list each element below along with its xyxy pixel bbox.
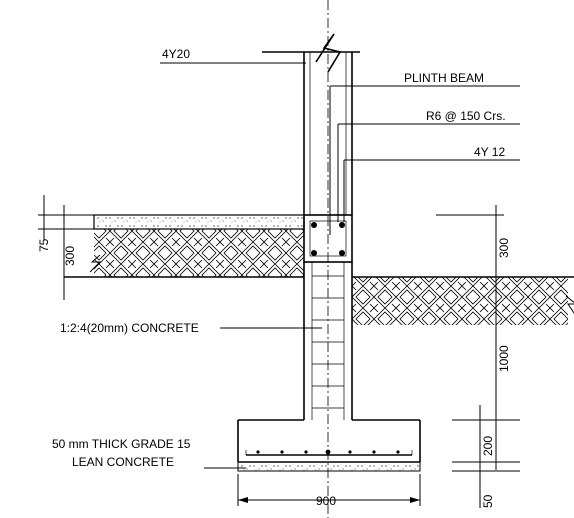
dimension-lines <box>38 195 520 508</box>
label-main-bars: 4Y20 <box>162 47 190 61</box>
dim-bottom-900: 900 <box>316 494 336 508</box>
footing <box>237 419 421 472</box>
left-floor-slab <box>93 214 305 230</box>
label-concrete-mix: 1:2:4(20mm) CONCRETE <box>60 321 199 335</box>
dim-left-75: 75 <box>37 238 51 252</box>
dim-right-300: 300 <box>497 238 511 258</box>
label-lean-line2: LEAN CONCRETE <box>72 455 174 469</box>
left-hardcore-fill <box>64 229 304 278</box>
right-natural-ground <box>352 276 574 325</box>
label-stirrups: R6 @ 150 Crs. <box>426 109 506 123</box>
label-beam-bars: 4Y 12 <box>474 145 505 159</box>
leader-lines <box>160 62 520 469</box>
column <box>262 33 360 215</box>
plinth-beam <box>303 214 353 263</box>
dim-right-200: 200 <box>481 436 495 456</box>
dim-left-300: 300 <box>63 246 77 266</box>
label-lean-line1: 50 mm THICK GRADE 15 <box>52 437 191 451</box>
label-plinth-beam: PLINTH BEAM <box>404 71 484 85</box>
dim-right-50: 50 <box>481 494 495 508</box>
dim-right-1000: 1000 <box>497 345 511 372</box>
